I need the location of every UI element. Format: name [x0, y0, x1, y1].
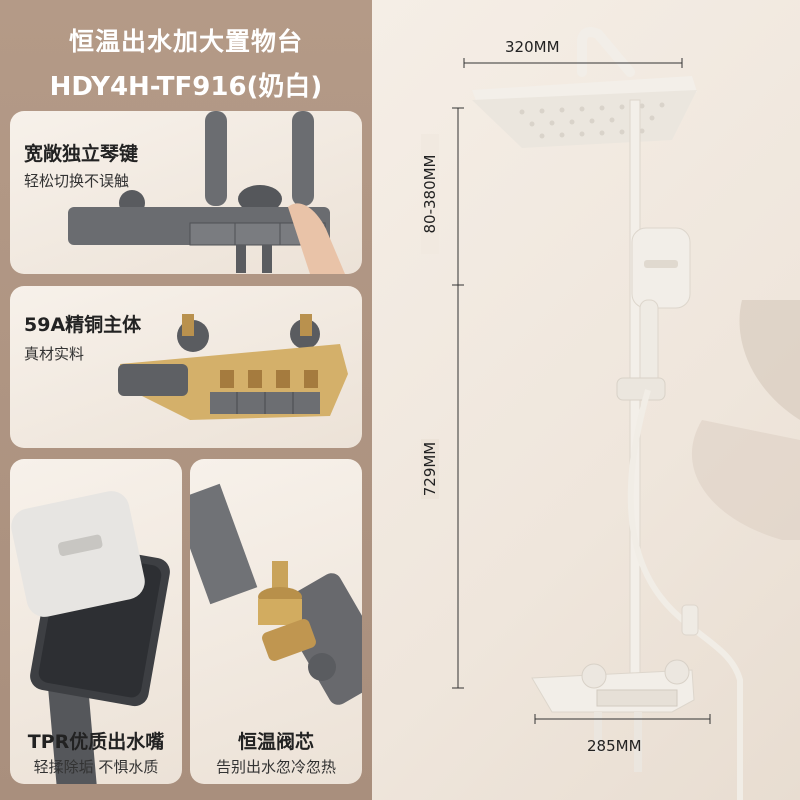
feature-title: 59A精铜主体 — [24, 314, 142, 336]
valve-cartridge-illustration — [190, 483, 362, 705]
shower-system-illustration — [452, 27, 800, 800]
feature-title: 宽敞独立琴键 — [24, 143, 139, 165]
headline: 恒温出水加大置物台 — [68, 27, 303, 56]
feature-subtitle: 告别出水忽冷忽热 — [215, 758, 336, 776]
feature-card-nozzle: TPR优质出水嘴 轻揉除垢 不惧水质 — [10, 459, 182, 784]
key-panel-illustration — [68, 111, 345, 274]
model-number: HDY4H-TF916(奶白) — [49, 72, 323, 102]
feature-subtitle: 真材实料 — [24, 345, 85, 363]
feature-subtitle: 轻松切换不误触 — [24, 172, 130, 190]
product-view: 320MM 80-380MM 729MM 285MM — [372, 0, 800, 800]
feature-subtitle: 轻揉除垢 不惧水质 — [33, 758, 159, 776]
dimension-upper-height: 80-380MM — [421, 134, 439, 254]
feature-card-cartridge: 恒温阀芯 告别出水忽冷忽热 — [190, 459, 362, 784]
feature-title: TPR优质出水嘴 — [27, 731, 165, 753]
dimension-bottom-width: 285MM — [587, 737, 642, 755]
feature-title: 恒温阀芯 — [237, 731, 314, 753]
feature-card-brass: 59A精铜主体 真材实料 — [10, 286, 362, 448]
shower-head-illustration — [11, 491, 170, 784]
feature-card-keys: 宽敞独立琴键 轻松切换不误触 — [10, 111, 362, 274]
brass-body-illustration — [118, 314, 348, 420]
feature-panel: 恒温出水加大置物台 HDY4H-TF916(奶白) 宽敞独立琴键 轻松切换不误触 — [0, 0, 372, 800]
dimension-main-height: 729MM — [421, 439, 439, 499]
dimension-top-width: 320MM — [505, 38, 560, 56]
